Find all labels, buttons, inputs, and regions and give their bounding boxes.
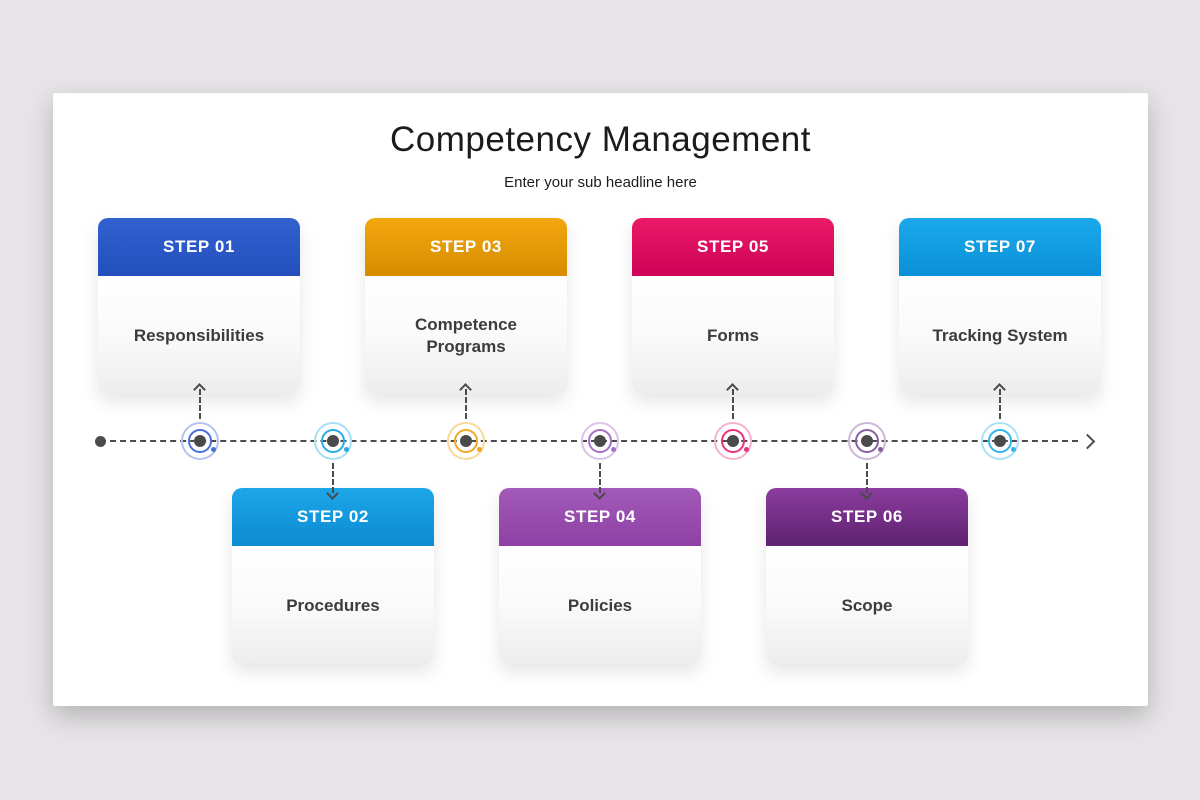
step-card-6: STEP 06 Scope	[766, 488, 968, 664]
marker-satellite-dot-icon	[611, 447, 616, 452]
arrow-stem	[599, 463, 601, 493]
step-marker-5	[713, 383, 753, 461]
step-card-1-body: Responsibilities	[98, 276, 300, 394]
step-marker-6	[847, 421, 887, 500]
arrow-stem	[732, 389, 734, 419]
step-card-7-label: STEP 07	[964, 237, 1036, 256]
marker-inner-ring-icon	[588, 429, 612, 453]
marker-inner-ring-icon	[855, 429, 879, 453]
step-card-1-header: STEP 01	[98, 218, 300, 276]
step-card-5-header: STEP 05	[632, 218, 834, 276]
step-card-7: STEP 07 Tracking System	[899, 218, 1101, 394]
step-card-6-header: STEP 06	[766, 488, 968, 546]
marker-outer-ring-icon	[314, 422, 352, 460]
marker-inner-ring-icon	[321, 429, 345, 453]
marker-satellite-dot-icon	[211, 447, 216, 452]
step-card-1: STEP 01 Responsibilities	[98, 218, 300, 394]
step-card-6-label: STEP 06	[831, 507, 903, 526]
marker-inner-ring-icon	[721, 429, 745, 453]
step-card-6-body: Scope	[766, 546, 968, 664]
marker-satellite-dot-icon	[878, 447, 883, 452]
marker-satellite-dot-icon	[344, 447, 349, 452]
step-card-5-body: Forms	[632, 276, 834, 394]
step-card-3-text: Competence Programs	[414, 315, 518, 356]
marker-center-dot-icon	[594, 435, 606, 447]
marker-outer-ring-icon	[581, 422, 619, 460]
marker-outer-ring-icon	[981, 422, 1019, 460]
step-card-4-label: STEP 04	[564, 507, 636, 526]
page-title: Competency Management	[390, 120, 811, 159]
marker-inner-ring-icon	[454, 429, 478, 453]
arrow-stem	[465, 389, 467, 419]
step-card-5: STEP 05 Forms	[632, 218, 834, 394]
arrow-stem	[866, 463, 868, 493]
marker-center-dot-icon	[994, 435, 1006, 447]
step-marker-4	[580, 421, 620, 500]
step-card-1-label: STEP 01	[163, 237, 235, 256]
step-card-7-body: Tracking System	[899, 276, 1101, 394]
step-card-7-text: Tracking System	[932, 326, 1068, 345]
step-card-3: STEP 03 Competence Programs	[365, 218, 567, 394]
step-card-2: STEP 02 Procedures	[232, 488, 434, 664]
step-marker-2	[313, 421, 353, 500]
step-card-4-header: STEP 04	[499, 488, 701, 546]
marker-center-dot-icon	[727, 435, 739, 447]
marker-satellite-dot-icon	[1011, 447, 1016, 452]
step-card-1-text: Responsibilities	[133, 326, 265, 345]
marker-inner-ring-icon	[988, 429, 1012, 453]
step-card-2-label: STEP 02	[297, 507, 369, 526]
arrow-stem	[999, 389, 1001, 419]
step-marker-1	[180, 383, 220, 461]
marker-center-dot-icon	[460, 435, 472, 447]
step-card-2-body: Procedures	[232, 546, 434, 664]
step-card-4-body: Policies	[499, 546, 701, 664]
arrow-stem	[332, 463, 334, 493]
arrow-stem	[199, 389, 201, 419]
marker-outer-ring-icon	[848, 422, 886, 460]
step-card-2-text: Procedures	[286, 596, 380, 615]
marker-satellite-dot-icon	[477, 447, 482, 452]
step-card-4-text: Policies	[567, 596, 633, 615]
marker-outer-ring-icon	[447, 422, 485, 460]
step-card-3-body: Competence Programs	[365, 276, 567, 394]
step-card-2-header: STEP 02	[232, 488, 434, 546]
step-card-6-text: Scope	[841, 596, 893, 615]
step-card-3-header: STEP 03	[365, 218, 567, 276]
step-marker-3	[446, 383, 486, 461]
step-card-4: STEP 04 Policies	[499, 488, 701, 664]
step-card-5-label: STEP 05	[697, 237, 769, 256]
marker-center-dot-icon	[861, 435, 873, 447]
step-marker-7	[980, 383, 1020, 461]
marker-outer-ring-icon	[181, 422, 219, 460]
step-card-7-header: STEP 07	[899, 218, 1101, 276]
marker-satellite-dot-icon	[744, 447, 749, 452]
marker-center-dot-icon	[327, 435, 339, 447]
marker-inner-ring-icon	[188, 429, 212, 453]
page-subtitle: Enter your sub headline here	[504, 174, 697, 191]
step-card-3-label: STEP 03	[430, 237, 502, 256]
timeline-start-dot-icon	[95, 436, 106, 447]
step-card-5-text: Forms	[707, 326, 759, 345]
marker-center-dot-icon	[194, 435, 206, 447]
marker-outer-ring-icon	[714, 422, 752, 460]
